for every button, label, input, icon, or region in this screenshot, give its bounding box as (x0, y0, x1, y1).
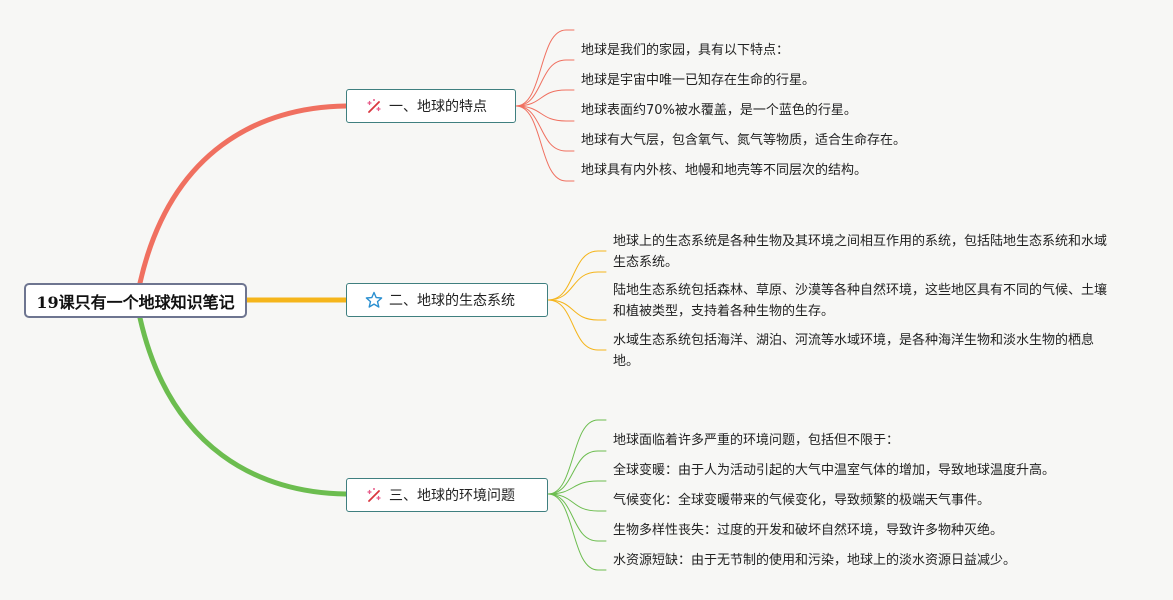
branch-label: 一、地球的特点 (389, 99, 487, 115)
branch-topic-environment-issues[interactable]: 三、地球的环境问题 (346, 478, 548, 512)
leaf-topic[interactable]: 地球面临着许多严重的环境问题，包括但不限于： (613, 433, 900, 448)
leaf-topic[interactable]: 地球具有内外核、地幔和地壳等不同层次的结构。 (581, 163, 868, 178)
root-topic-label: 19课只有一个地球知识笔记 (36, 292, 235, 312)
leaf-topic[interactable]: 地球上的生态系统是各种生物及其环境之间相互作用的系统，包括陆地生态系统和水域生态… (613, 234, 1108, 270)
magic-wand-icon (367, 488, 381, 502)
leaf-link (515, 29, 575, 107)
leaf-link (547, 250, 607, 301)
leaf-topic[interactable]: 地球表面约70%被水覆盖，是一个蓝色的行星。 (581, 103, 857, 118)
leaf-link (547, 299, 607, 351)
leaf-link (515, 89, 575, 107)
leaf-link (547, 271, 607, 301)
leaf-link (547, 419, 607, 495)
leaf-topic[interactable]: 生物多样性丧失：过度的开发和破坏自然环境，导致许多物种灭绝。 (613, 523, 1004, 538)
leaf-topic[interactable]: 地球是我们的家园，具有以下特点： (581, 43, 790, 58)
leaf-topic[interactable]: 水域生态系统包括海洋、湖泊、河流等水域环境，是各种海洋生物和淡水生物的栖息地。 (613, 333, 1095, 369)
leaf-link (515, 105, 575, 152)
leaf-link (515, 105, 575, 122)
leaf-link (547, 450, 607, 495)
main-link-1 (137, 103, 349, 286)
branch-label: 二、地球的生态系统 (389, 293, 515, 309)
branch-topic-earth-features[interactable]: 一、地球的特点 (346, 89, 516, 123)
leaf-link (547, 493, 607, 512)
leaf-topic[interactable]: 地球是宇宙中唯一已知存在生命的行星。 (581, 73, 816, 88)
root-topic[interactable]: 19课只有一个地球知识笔记 (24, 283, 247, 318)
leaf-topic[interactable]: 气候变化：全球变暖带来的气候变化，导致频繁的极端天气事件。 (613, 493, 991, 508)
leaf-link (547, 299, 607, 321)
leaf-link (547, 480, 607, 495)
leaf-link (515, 59, 575, 107)
main-link-3 (137, 315, 349, 497)
leaf-link (547, 493, 607, 542)
leaf-topic[interactable]: 陆地生态系统包括森林、草原、沙漠等各种自然环境，这些地区具有不同的气候、土壤和植… (613, 283, 1108, 319)
leaf-topic[interactable]: 水资源短缺：由于无节制的使用和污染，地球上的淡水资源日益减少。 (613, 553, 1017, 568)
leaf-topic[interactable]: 地球有大气层，包含氧气、氮气等物质，适合生命存在。 (581, 133, 907, 148)
leaf-link (547, 493, 607, 571)
leaf-link (515, 105, 575, 182)
leaf-topic[interactable]: 全球变暖：由于人为活动引起的大气中温室气体的增加，导致地球温度升高。 (613, 463, 1056, 478)
magic-wand-icon (367, 99, 381, 113)
branch-topic-ecosystem[interactable]: 二、地球的生态系统 (346, 283, 548, 317)
branch-label: 三、地球的环境问题 (389, 488, 515, 504)
star-icon (365, 291, 383, 308)
